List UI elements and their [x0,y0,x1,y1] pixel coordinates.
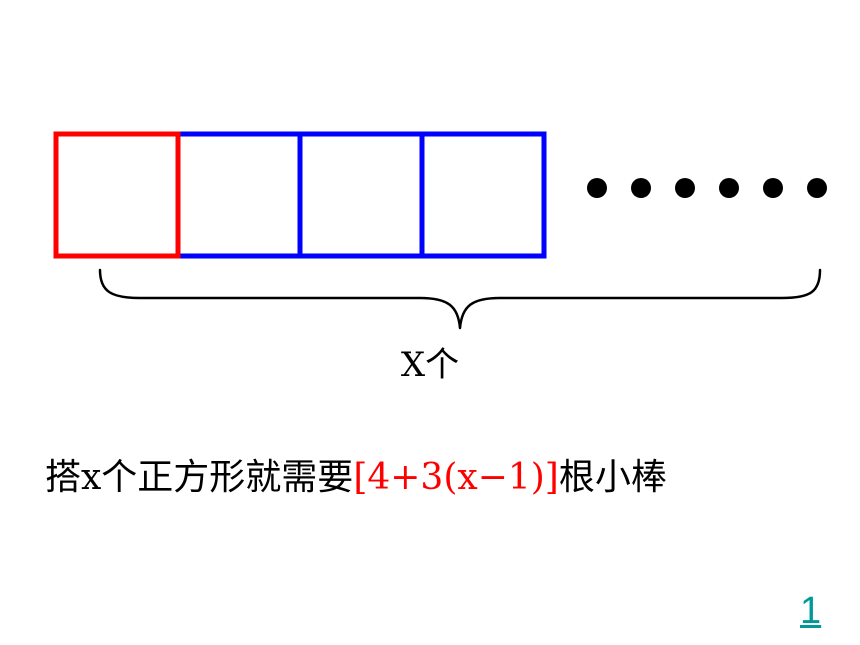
square-3 [297,131,425,259]
dot [587,178,607,198]
square-4 [419,131,547,259]
blue-squares [175,131,547,259]
page-number-link[interactable]: 1 [800,590,822,632]
formula-suffix: 根小棒 [558,457,667,498]
brace-label: X个 [400,345,460,385]
dot [675,178,695,198]
square-2 [175,131,303,259]
curly-brace [98,268,822,330]
formula-expression: [4+3(x−1)] [353,457,559,498]
dot [807,178,827,198]
ellipsis-dots [587,178,827,198]
dot [631,178,651,198]
formula-prefix: 搭x个正方形就需要 [45,457,354,498]
dot [719,178,739,198]
square-1-red [53,131,181,259]
dot [763,178,783,198]
formula-text: 搭x个正方形就需要[4+3(x−1)]根小棒 [45,460,667,496]
